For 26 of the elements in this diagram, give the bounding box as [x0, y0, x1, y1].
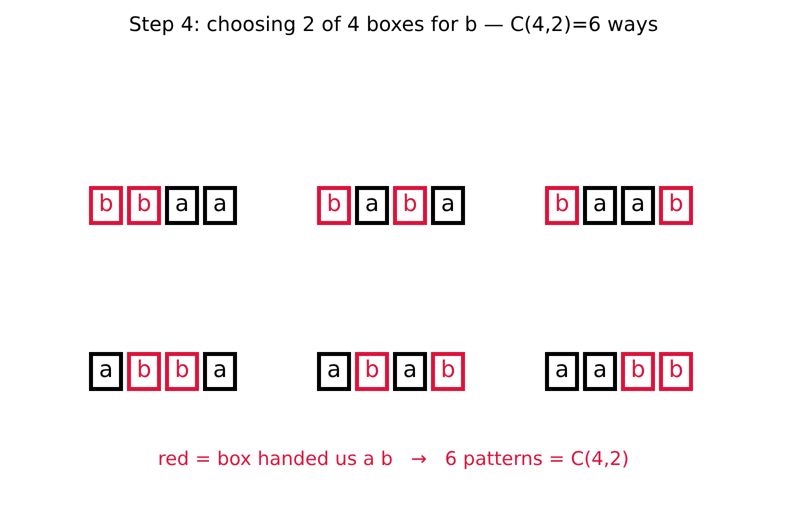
letter-box: a	[431, 186, 465, 225]
letter-box: a	[393, 352, 427, 391]
letter-box: a	[583, 352, 617, 391]
letter-box: a	[203, 186, 237, 225]
letter-box: b	[89, 186, 123, 225]
letter-box: b	[127, 186, 161, 225]
letter-box: b	[545, 186, 579, 225]
letter-box: b	[431, 352, 465, 391]
letter-box: a	[583, 186, 617, 225]
letter-box: b	[621, 352, 655, 391]
caption: red = box handed us a b → 6 patterns = C(4,2)	[158, 447, 630, 472]
letter-box: b	[659, 352, 693, 391]
letter-box: a	[165, 186, 199, 225]
letter-box: a	[89, 352, 123, 391]
letter-box: b	[127, 352, 161, 391]
letter-box: a	[545, 352, 579, 391]
letter-box: a	[621, 186, 655, 225]
diagram-title: Step 4: choosing 2 of 4 boxes for b — C(4,2)=6 ways	[128, 11, 658, 37]
letter-box: a	[317, 352, 351, 391]
letter-box: b	[355, 352, 389, 391]
letter-box: b	[165, 352, 199, 391]
letter-box: a	[355, 186, 389, 225]
letter-box: b	[659, 186, 693, 225]
letter-box: b	[393, 186, 427, 225]
letter-box: b	[317, 186, 351, 225]
letter-box: a	[203, 352, 237, 391]
